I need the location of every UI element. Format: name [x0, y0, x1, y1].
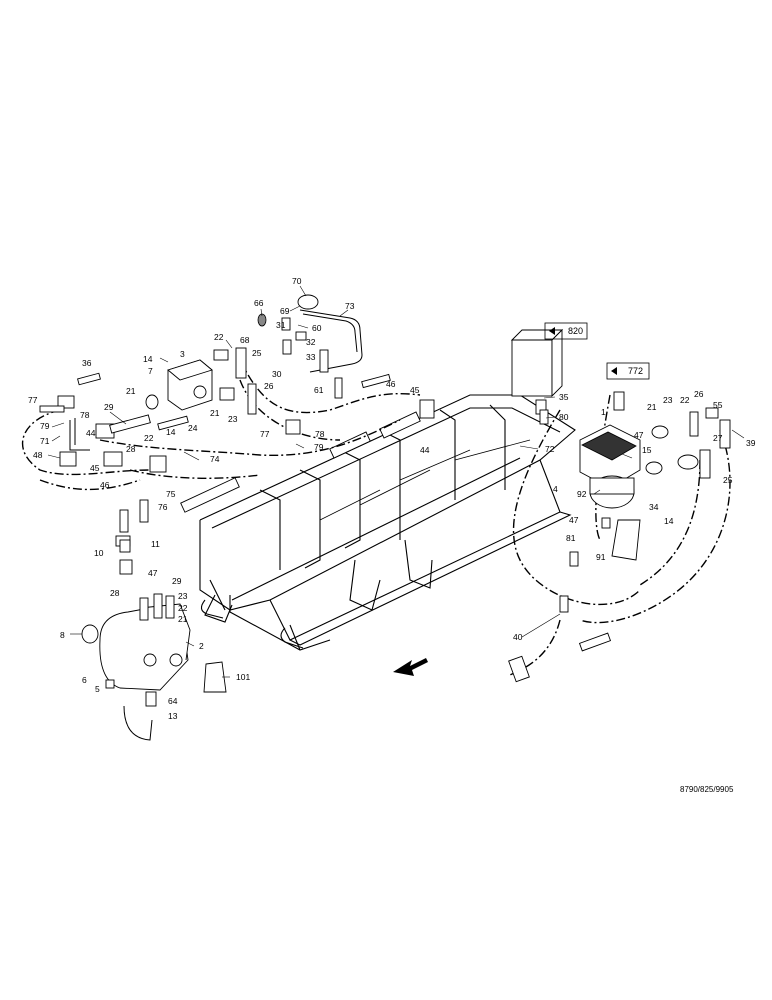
callout-label: 31 [276, 320, 286, 330]
callout-label: 5 [95, 684, 100, 694]
chassis-frame [180, 394, 576, 676]
callout-label: 14 [166, 427, 176, 437]
callout-label: 14 [664, 516, 674, 526]
callout-label: 71 [40, 436, 50, 446]
callout-label: 45 [410, 385, 420, 395]
callout-label: 78 [315, 429, 325, 439]
callout-label: 34 [649, 502, 659, 512]
callout-label: 92 [577, 489, 587, 499]
callout-label: 10 [94, 548, 104, 558]
callout-label: 48 [33, 450, 43, 460]
callout-label: 21 [126, 386, 136, 396]
callout-label: 70 [292, 276, 302, 286]
callout-label: 76 [158, 502, 168, 512]
callout-label: 22 [214, 332, 224, 342]
callout-label: 25 [723, 475, 733, 485]
callout-label: 29 [104, 402, 114, 412]
callout-label: 4 [553, 484, 558, 494]
callout-label: 47 [634, 430, 644, 440]
callout-label: 26 [264, 381, 274, 391]
callout-label: 8 [60, 630, 65, 640]
callout-label: 39 [746, 438, 756, 448]
callout-label: 33 [306, 352, 316, 362]
callout-label: 45 [90, 463, 100, 473]
callout-label: 28 [126, 444, 136, 454]
callout-label: 55 [713, 400, 723, 410]
callout-label: 101 [236, 672, 250, 682]
callout-label: 61 [314, 385, 324, 395]
callout-label: 22 [144, 433, 154, 443]
callout-label: 64 [168, 696, 178, 706]
callout-labels: 70 69 66 73 60 68 31 32 33 22 25 14 3 7 … [28, 276, 756, 721]
callout-label: 23 [178, 591, 188, 601]
ref-arrow-icon [549, 327, 555, 335]
callout-label: 68 [240, 335, 250, 345]
callout-label: 14 [143, 354, 153, 364]
drawing-code: 8790/825/9905 [680, 785, 734, 794]
callout-label: 66 [254, 298, 264, 308]
callout-label: 77 [28, 395, 38, 405]
callout-label: 78 [80, 410, 90, 420]
callout-label: 6 [82, 675, 87, 685]
callout-label: 13 [168, 711, 178, 721]
callout-label: 47 [148, 568, 158, 578]
callout-label: 15 [642, 445, 652, 455]
callout-label: 91 [596, 552, 606, 562]
callout-label: 72 [545, 444, 555, 454]
leader-lines [47, 285, 745, 678]
callout-label: 44 [86, 428, 96, 438]
callout-label: 22 [178, 603, 188, 613]
callout-label: 11 [151, 539, 160, 549]
callout-label: 47 [569, 515, 579, 525]
callout-label: 74 [210, 454, 220, 464]
callout-label: 25 [252, 348, 262, 358]
callout-label: 77 [260, 429, 270, 439]
rigid-pipes [69, 309, 363, 451]
callout-label: 69 [280, 306, 290, 316]
callout-label: 21 [178, 614, 188, 624]
callout-label: 80 [559, 412, 569, 422]
callout-label: 27 [713, 433, 723, 443]
callout-label: 73 [345, 301, 355, 311]
ref-box-772[interactable]: 772 [606, 362, 650, 380]
callout-label: 2 [199, 641, 204, 651]
fittings [39, 294, 731, 683]
hydraulic-pump [81, 539, 227, 741]
callout-label: 32 [306, 337, 316, 347]
ref-box-820[interactable]: 820 [544, 322, 588, 340]
ref-772-label: 772 [628, 366, 643, 376]
callout-label: 28 [110, 588, 120, 598]
callout-label: 60 [312, 323, 322, 333]
callout-label: 79 [314, 442, 324, 452]
ref-arrow-icon [611, 367, 617, 375]
callout-label: 36 [82, 358, 92, 368]
callout-label: 79 [40, 421, 50, 431]
callout-label: 21 [647, 402, 657, 412]
callout-label: 35 [559, 392, 569, 402]
callout-label: 75 [166, 489, 176, 499]
callout-label: 21 [210, 408, 220, 418]
callout-label: 44 [420, 445, 430, 455]
callout-label: 40 [513, 632, 523, 642]
callout-label: 22 [680, 395, 690, 405]
ref-820-label: 820 [568, 326, 583, 336]
callout-label: 3 [180, 349, 185, 359]
callout-label: 7 [148, 366, 153, 376]
callout-label: 23 [228, 414, 238, 424]
callout-label: 29 [172, 576, 182, 586]
callout-label: 23 [663, 395, 673, 405]
callout-label: 46 [100, 480, 110, 490]
direction-arrow-icon [393, 658, 428, 676]
callout-label: 46 [386, 379, 396, 389]
callout-label: 24 [188, 423, 198, 433]
callout-label: 1 [601, 407, 606, 417]
callout-label: 26 [694, 389, 704, 399]
callout-label: 81 [566, 533, 576, 543]
callout-label: 30 [272, 369, 282, 379]
